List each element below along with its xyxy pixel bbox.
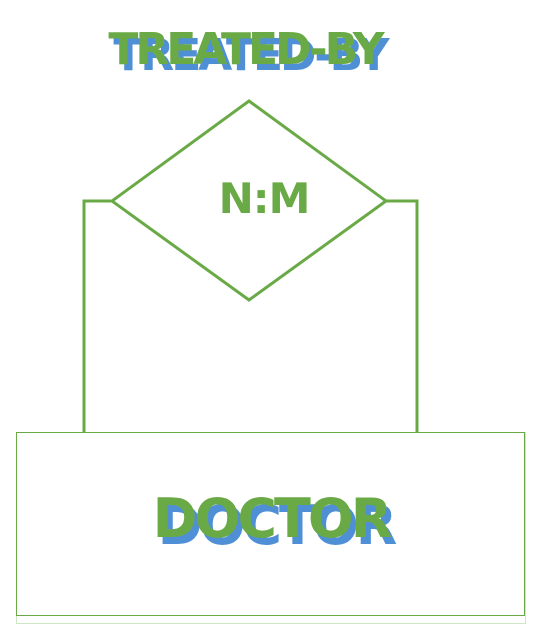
entity-box [16,432,526,624]
relationship-title: TREATED-BY TREATED-BY [108,24,393,81]
entity-box-border [16,432,525,616]
entity-title-shadow: DOCTOR [158,494,397,557]
entity-title: DOCTOR DOCTOR [153,487,400,557]
connector-lines [82,199,419,433]
cardinality-label: N:M [219,174,310,223]
relationship-diamond [109,99,389,302]
left-connector-line [82,199,112,433]
relationship-title-shadow: TREATED-BY [113,30,390,81]
entity-title-text: DOCTOR [153,487,392,550]
right-connector-line [386,199,419,433]
relationship-title-text: TREATED-BY [108,24,385,75]
